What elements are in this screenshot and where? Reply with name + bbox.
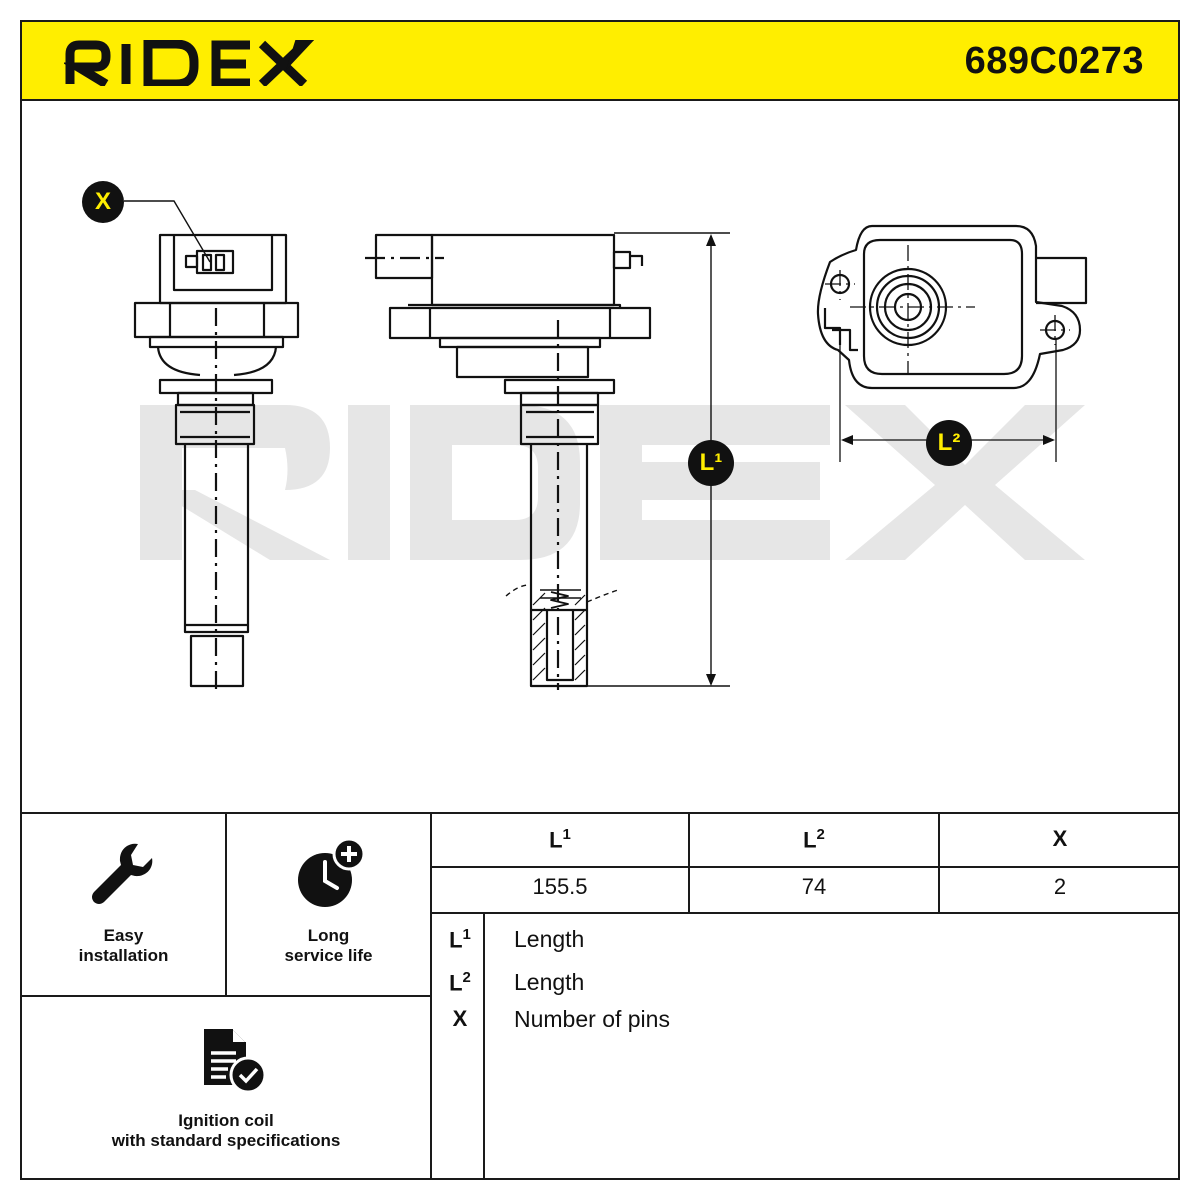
legend-desc-x: Number of pins	[514, 1006, 670, 1032]
grid-line	[430, 912, 1180, 914]
spec-value-x: 2	[1053, 874, 1067, 899]
callout-l1: L¹	[688, 440, 734, 486]
clock-plus-icon	[298, 838, 366, 907]
spec-header-x: X	[1052, 826, 1068, 851]
feature-label-line2: with standard specifications	[111, 1131, 341, 1150]
feature-standard-specifications: Ignition coil with standard specificatio…	[22, 997, 430, 1179]
grid-line	[430, 812, 432, 1180]
grid-line	[483, 912, 485, 1180]
document-check-icon	[204, 1029, 267, 1094]
spec-value-l2: 74	[801, 874, 827, 899]
feature-label-line1: Ignition coil	[178, 1111, 274, 1130]
feature-long-service-life: Long service life	[227, 814, 430, 995]
wrench-icon	[92, 843, 153, 904]
grid-line	[225, 812, 227, 996]
grid-line	[430, 866, 1180, 868]
section-divider	[20, 812, 1180, 814]
spec-header-l2: L2	[803, 826, 825, 853]
part-number: 689C0273	[964, 40, 1144, 82]
callout-l2: L²	[926, 420, 972, 466]
grid-line	[938, 812, 940, 913]
feature-easy-installation: Easy installation	[22, 814, 225, 995]
legend-key-l2: L2	[449, 969, 471, 996]
grid-line	[688, 812, 690, 913]
legend-desc-l1: Length	[514, 926, 585, 952]
feature-label-line1: Long	[307, 926, 350, 945]
legend-desc-l2: Length	[514, 969, 585, 995]
technical-diagram	[124, 200, 1088, 695]
legend-key-x: X	[452, 1006, 468, 1031]
header-bar: 689C0273	[20, 20, 1180, 101]
legend-key-l1: L1	[449, 926, 471, 953]
feature-label-line2: installation	[78, 946, 169, 965]
grid-line	[20, 995, 431, 997]
brand-logo	[64, 40, 314, 86]
spec-header-l1: L1	[549, 826, 571, 853]
callout-x: X	[82, 181, 124, 223]
feature-label-line1: Easy	[103, 926, 144, 945]
spec-value-l1: 155.5	[532, 874, 588, 899]
feature-label-line2: service life	[284, 946, 373, 965]
